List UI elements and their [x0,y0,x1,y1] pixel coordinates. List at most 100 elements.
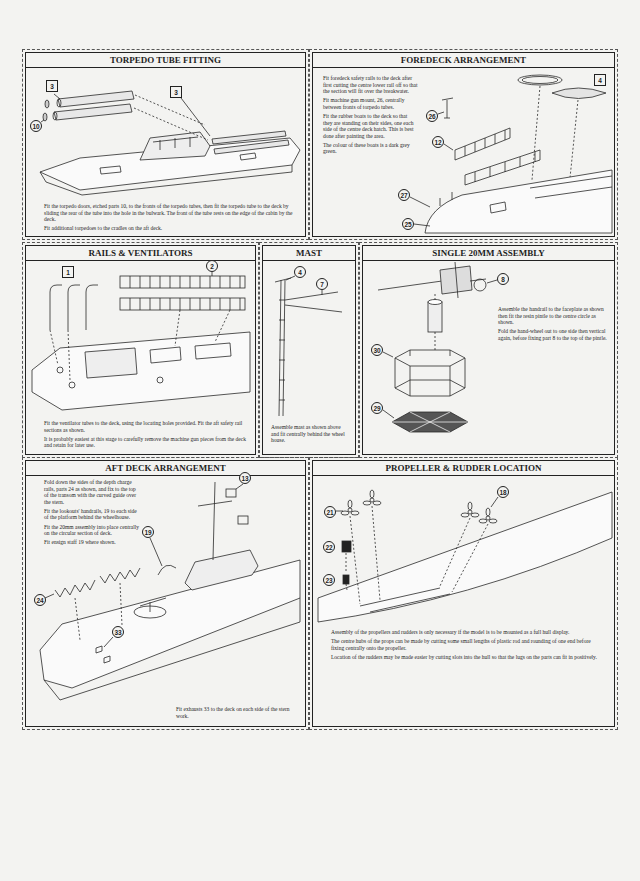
instruction-paragraph: Fold down the sides of the depth charge … [44,479,139,505]
instruction-paragraph: It is probably easiest at this stage to … [44,436,249,449]
propeller [486,508,490,516]
propeller [461,513,469,517]
instruction-panel: SINGLE 20MM ASSEMBLYAssemble the handrai… [362,245,615,455]
aft-deck-illustration [96,646,110,663]
aft-deck-illustration [100,568,140,583]
callout-number: 7 [316,278,328,290]
instruction-text: Fold down the sides of the depth charge … [44,479,139,548]
propeller-rudder-illustration [318,490,612,622]
torpedo-tube-illustration [100,153,256,174]
foredeck-illustration [522,77,558,84]
mast-illustration [322,290,323,295]
aft-deck-illustration [44,598,300,700]
rails-ventilators-illustration [68,285,80,330]
callout-number: 30 [371,344,383,356]
foredeck-illustration [552,88,606,99]
instruction-paragraph: Assemble mast as shown above and fit cen… [271,424,349,444]
foredeck-illustration [518,75,562,85]
foredeck-illustration [440,192,452,206]
instruction-panel: PROPELLER & RUDDER LOCATION Assembly of t… [312,460,615,727]
rails-ventilators-illustration [85,348,137,378]
rails-ventilators-illustration [120,276,245,288]
aft-deck-illustration [185,550,258,590]
rails-ventilators-illustration [57,367,63,373]
propeller [489,519,497,523]
gun-assembly-illustration [395,350,465,396]
gun-assembly-illustration [455,262,458,298]
callout-number: 10 [30,120,42,132]
torpedo-tube-illustration [134,95,208,140]
callout-number: 13 [239,472,251,484]
mast-illustration [285,292,342,312]
torpedo-tube-illustration [53,112,57,120]
propeller [370,490,374,498]
gun-assembly-illustration [392,412,468,432]
torpedo-tube-illustration [41,120,44,122]
foredeck-illustration [438,112,444,114]
instruction-panel: FOREDECK ARRANGEMENT Fit foredeck safety … [312,52,615,237]
callout-number: 1 [62,266,74,278]
rails-ventilators-illustration [32,332,250,410]
panel-heading: RAILS & VENTILATORS [26,246,255,261]
instruction-paragraph: Fold the hand-wheel out to one side then… [498,328,608,341]
instruction-text: Fit the ventilator tubes to the deck, us… [44,420,249,451]
propeller [351,511,359,515]
instruction-paragraph: Assembly of the propellers and rudders i… [331,629,601,636]
instruction-paragraph: Location of the rudders may be made easi… [331,654,601,661]
torpedo-tube-illustration [153,137,198,150]
foredeck-illustration [490,176,612,213]
mast-illustration [279,300,285,400]
callout-number: 3 [46,80,58,92]
propeller-rudder-illustration [491,497,498,507]
foredeck-illustration [442,98,453,118]
foredeck-illustration [455,128,510,160]
foredeck-illustration [410,197,430,207]
torpedo-tube-illustration [181,98,210,136]
mast-illustration [279,280,285,416]
callout-number: 8 [497,273,509,285]
callout-number: 22 [323,541,335,553]
instruction-paragraph: The colour of these boats is a dark grey… [323,142,418,155]
callout-number: 27 [398,189,410,201]
instruction-text: Fit the torpedo doors, etched parts 10, … [44,203,299,234]
gun-assembly-illustration [383,352,393,357]
foredeck-illustration [425,170,612,233]
foredeck-illustration [475,152,535,182]
aft-deck-illustration [158,565,176,575]
propeller [479,519,487,523]
panel-heading: PROPELLER & RUDDER LOCATION [313,461,614,476]
rails-ventilators-illustration [130,276,240,288]
aft-deck-illustration [226,489,236,497]
rails-ventilators-illustration [150,343,231,363]
propeller [471,513,479,517]
rails-ventilators-illustration [130,298,240,310]
propeller [341,490,497,523]
instruction-paragraph: Fit the 20mm assembly into place central… [44,524,139,537]
instruction-paragraph: Fit the torpedo doors, etched parts 10, … [44,203,299,223]
mast-illustration [286,276,295,280]
rails-ventilators-illustration [86,285,98,330]
instruction-paragraph: The centre hubs of the props can be made… [331,638,601,651]
gun-assembly-illustration [428,302,442,332]
propeller [341,511,349,515]
callout-number: 23 [323,574,335,586]
rails-ventilators-illustration [50,285,62,330]
instruction-text: Fit foredeck safety rails to the deck af… [323,75,418,158]
rails-ventilators-illustration [32,272,250,410]
panel-heading: FOREDECK ARRANGEMENT [313,53,614,68]
gun-assembly-illustration [487,280,497,283]
callout-number: 21 [324,506,336,518]
propeller-rudder-illustration [318,492,612,622]
foredeck-illustration [444,144,453,150]
gun-assembly-illustration [378,281,442,290]
instruction-text: Assemble the handrail to the faceplate a… [498,306,608,344]
torpedo-tube-illustration [54,104,132,120]
torpedo-tube-illustration [40,165,292,195]
foredeck-illustration [410,75,612,233]
gun-assembly-illustration [470,279,486,281]
instruction-text: Fit exhausts 33 to the deck on each side… [176,706,301,722]
panel-heading: TORPEDO TUBE FITTING [26,53,305,68]
aft-deck-illustration [150,538,162,566]
callout-number: 12 [432,136,444,148]
